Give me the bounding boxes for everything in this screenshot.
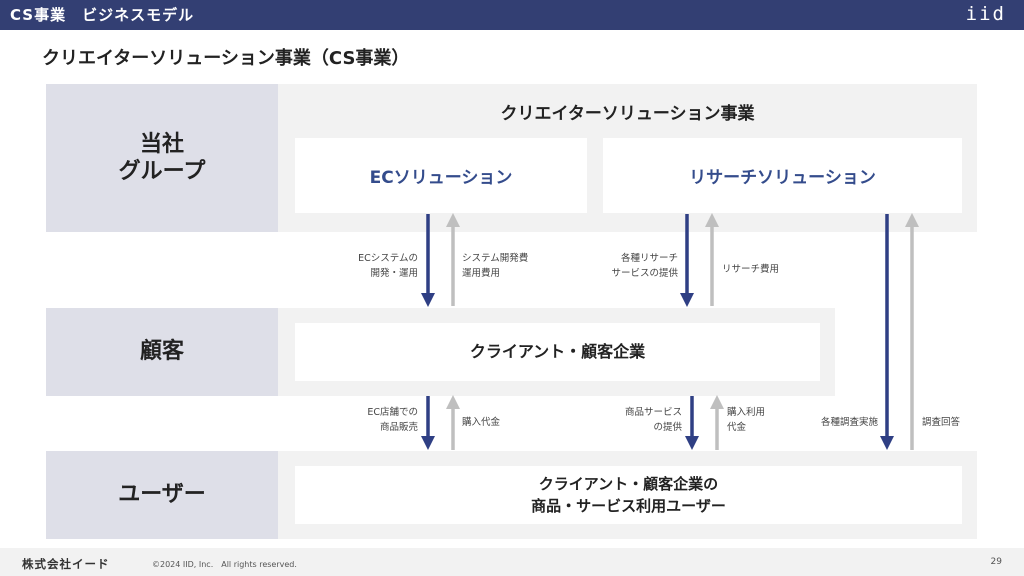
row-label-customer: 顧客: [46, 308, 278, 396]
flow-label-service-provide: 商品サービス の提供: [624, 407, 682, 433]
company-logo: iid: [965, 3, 1006, 25]
footer-company-name: 株式会社イード: [22, 557, 110, 571]
flow-label-ec-dev: ECシステムの 開発・運用: [358, 253, 418, 279]
flow-label-survey-answer: 調査回答: [922, 417, 961, 428]
flow-label-purchase: 購入代金: [462, 417, 501, 428]
flow-label-research-service: 各種リサーチ サービスの提供: [611, 253, 678, 279]
row-label-user: ユーザー: [46, 451, 278, 539]
slide-section-title: CS事業 ビジネスモデル: [10, 6, 195, 24]
research-solution-box: リサーチソリューション: [603, 138, 962, 213]
user-box: クライアント・顧客企業の 商品・サービス利用ユーザー: [295, 466, 962, 524]
flow-label-research-fee: リサーチ費用: [722, 264, 780, 275]
footer-bar: [0, 548, 1024, 576]
flow-label-ec-sales: EC店舗での 商品販売: [367, 407, 418, 433]
flow-label-sys-fee: システム開発費 運用費用: [462, 253, 529, 279]
row-label-group: 当社 グループ: [46, 84, 278, 232]
ec-solution-box: ECソリューション: [295, 138, 587, 213]
header-bar: [0, 0, 1024, 30]
flow-label-survey-impl: 各種調査実施: [820, 417, 878, 428]
customer-box: クライアント・顧客企業: [295, 323, 820, 381]
group-band-title: クリエイターソリューション事業: [500, 104, 755, 124]
copyright: ©2024 IID, Inc. All rights reserved.: [152, 560, 297, 569]
flow-label-usage-payment: 購入利用 代金: [727, 407, 766, 433]
page-number: 29: [990, 557, 1002, 567]
slide-title: クリエイターソリューション事業（CS事業）: [42, 48, 410, 69]
